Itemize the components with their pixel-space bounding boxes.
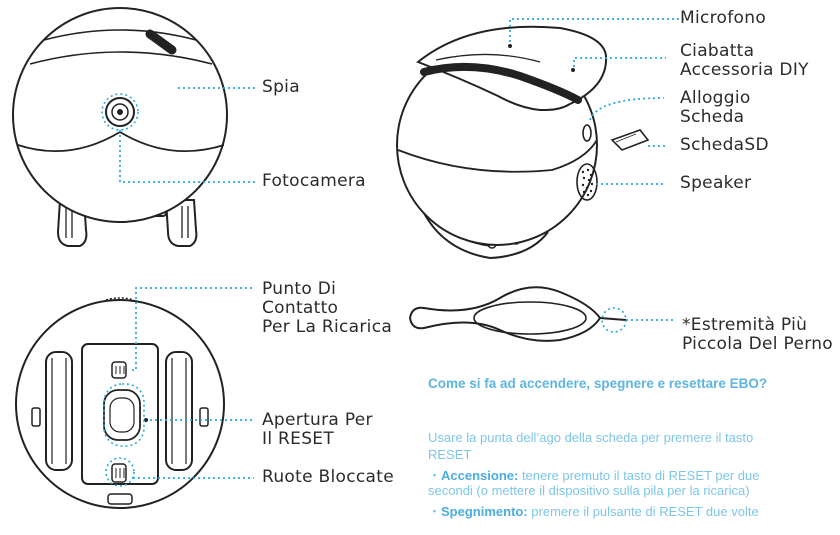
label-microfono: Microfono [680, 8, 767, 28]
label-schedasd: SchedaSD [680, 135, 769, 155]
faq-accensione-line1: ・Accensione: tenere premuto il tasto di … [428, 468, 760, 483]
callout-circles [101, 93, 145, 487]
label-alloggio-line1: Alloggio [680, 88, 751, 108]
faq-spegnimento-line: ・Spegnimento: premere il pulsante di RES… [428, 504, 759, 519]
label-punto-line1: Punto Di [262, 279, 337, 299]
label-estremita-line2: Piccola Del Perno [682, 334, 833, 354]
leader-lines [119, 18, 685, 479]
faq-accensione-label: Accensione: [441, 468, 519, 483]
label-estremita-line1: *Estremità Più [682, 315, 808, 335]
label-punto-line3: Per La Ricarica [262, 317, 393, 337]
label-speaker: Speaker [680, 173, 752, 193]
label-fotocamera: Fotocamera [262, 171, 366, 191]
robot-bottom-view [15, 297, 225, 509]
faq-spegnimento-text: premere il pulsante di RESET due volte [527, 504, 759, 519]
label-alloggio-line2: Scheda [680, 107, 745, 127]
faq-accensione-line2: secondi (o mettere il dispositivo sulla … [428, 483, 750, 498]
label-ruote-bloccate: Ruote Bloccate [262, 467, 394, 487]
faq-spegnimento-label: Spegnimento: [441, 504, 528, 519]
faq-title: Come si fa ad accendere, spegnere e rese… [428, 376, 768, 391]
label-punto-line2: Contatto [262, 298, 339, 318]
faq-accensione-text: tenere premuto il tasto di RESET per due [518, 468, 760, 483]
label-spia: Spia [262, 77, 300, 97]
label-apertura-line2: Il RESET [262, 429, 335, 449]
robot-front-view [12, 7, 228, 247]
robot-side-view [396, 25, 650, 260]
label-apertura-line1: Apertura Per [262, 410, 373, 430]
label-ciabatta-line1: Ciabatta [680, 41, 755, 61]
faq-intro-line2: RESET [428, 447, 472, 462]
label-ciabatta-line2: Accessoria DIY [680, 60, 809, 80]
reset-pin-tool [408, 286, 627, 342]
faq-intro-line1: Usare la punta dell’ago della scheda per… [428, 430, 754, 445]
